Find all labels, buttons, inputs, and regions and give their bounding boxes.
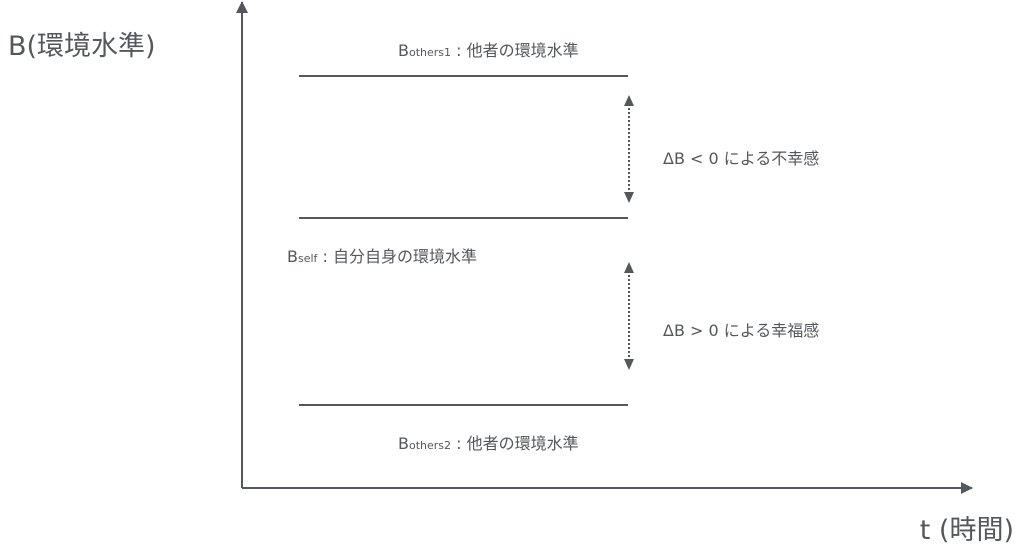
positive-gap-arrow <box>624 262 634 370</box>
label-text: : 自分自身の環境水準 <box>317 247 478 266</box>
label-subscript: self <box>297 252 318 265</box>
label-base: B <box>398 41 409 60</box>
label-text: : 他者の環境水準 <box>451 434 579 453</box>
label-base: B <box>398 434 409 453</box>
label-text: : 他者の環境水準 <box>451 41 579 60</box>
x-axis-label: t (時間) <box>919 515 1014 546</box>
positive-gap-label: ΔB > 0 による幸福感 <box>663 321 820 340</box>
self-label: Bself : 自分自身の環境水準 <box>287 243 477 267</box>
others1-label: Bothers1 : 他者の環境水準 <box>398 37 579 61</box>
negative-gap-label: ΔB < 0 による不幸感 <box>663 149 820 168</box>
y-axis-label: B(環境水準) <box>8 31 156 62</box>
negative-gap-arrow <box>624 95 634 203</box>
label-subscript: others1 <box>408 46 452 59</box>
others2-label: Bothers2 : 他者の環境水準 <box>398 430 579 454</box>
label-subscript: others2 <box>408 439 452 452</box>
label-base: B <box>287 247 298 266</box>
